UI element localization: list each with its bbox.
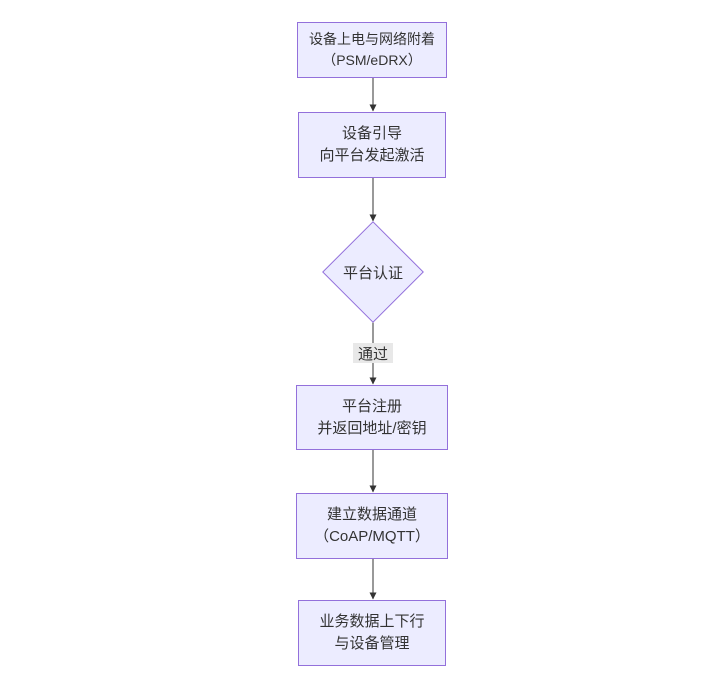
node-register: 平台注册 并返回地址/密钥 xyxy=(296,385,448,450)
node-bootstrap-line2: 向平台发起激活 xyxy=(319,147,425,164)
node-business: 业务数据上下行 与设备管理 xyxy=(298,600,446,666)
node-power-attach: 设备上电与网络附着 （PSM/eDRX） xyxy=(297,22,447,78)
node-data-channel: 建立数据通道 （CoAP/MQTT） xyxy=(296,493,448,559)
node-bootstrap-line1: 设备引导 xyxy=(341,125,402,142)
node-register-line1: 平台注册 xyxy=(341,397,402,415)
node-power-attach-line1: 设备上电与网络附着 xyxy=(309,31,435,47)
node-data-channel-line2: （CoAP/MQTT） xyxy=(314,528,430,545)
node-power-attach-line2: （PSM/eDRX） xyxy=(322,52,422,68)
node-business-line2: 与设备管理 xyxy=(334,635,410,652)
node-data-channel-line1: 建立数据通道 xyxy=(326,506,417,523)
node-platform-auth-label: 平台认证 xyxy=(342,264,403,282)
node-bootstrap: 设备引导 向平台发起激活 xyxy=(298,112,446,178)
node-register-line2: 并返回地址/密钥 xyxy=(317,419,427,437)
edge-label-pass: 通过 xyxy=(353,343,393,363)
node-business-line1: 业务数据上下行 xyxy=(319,613,425,630)
